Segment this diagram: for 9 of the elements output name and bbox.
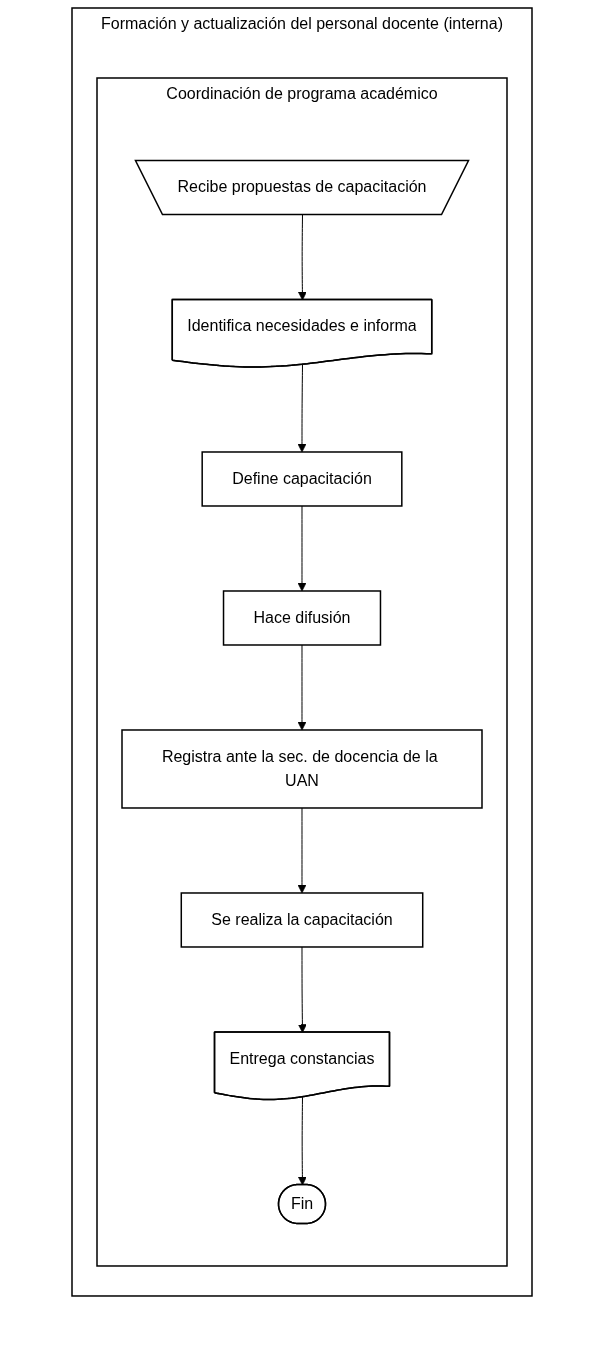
arrow	[297, 505, 306, 592]
arrow	[297, 644, 306, 731]
node-box: Hace difusión	[222, 590, 381, 646]
arrow	[297, 807, 306, 894]
arrow	[297, 1096, 307, 1186]
arrow	[297, 364, 306, 453]
node-box: Se realiza la capacitación	[180, 892, 423, 948]
node-box: Define capacitación	[200, 451, 403, 507]
node-box: Registra ante la sec. de docencia de la UAN	[120, 729, 483, 809]
